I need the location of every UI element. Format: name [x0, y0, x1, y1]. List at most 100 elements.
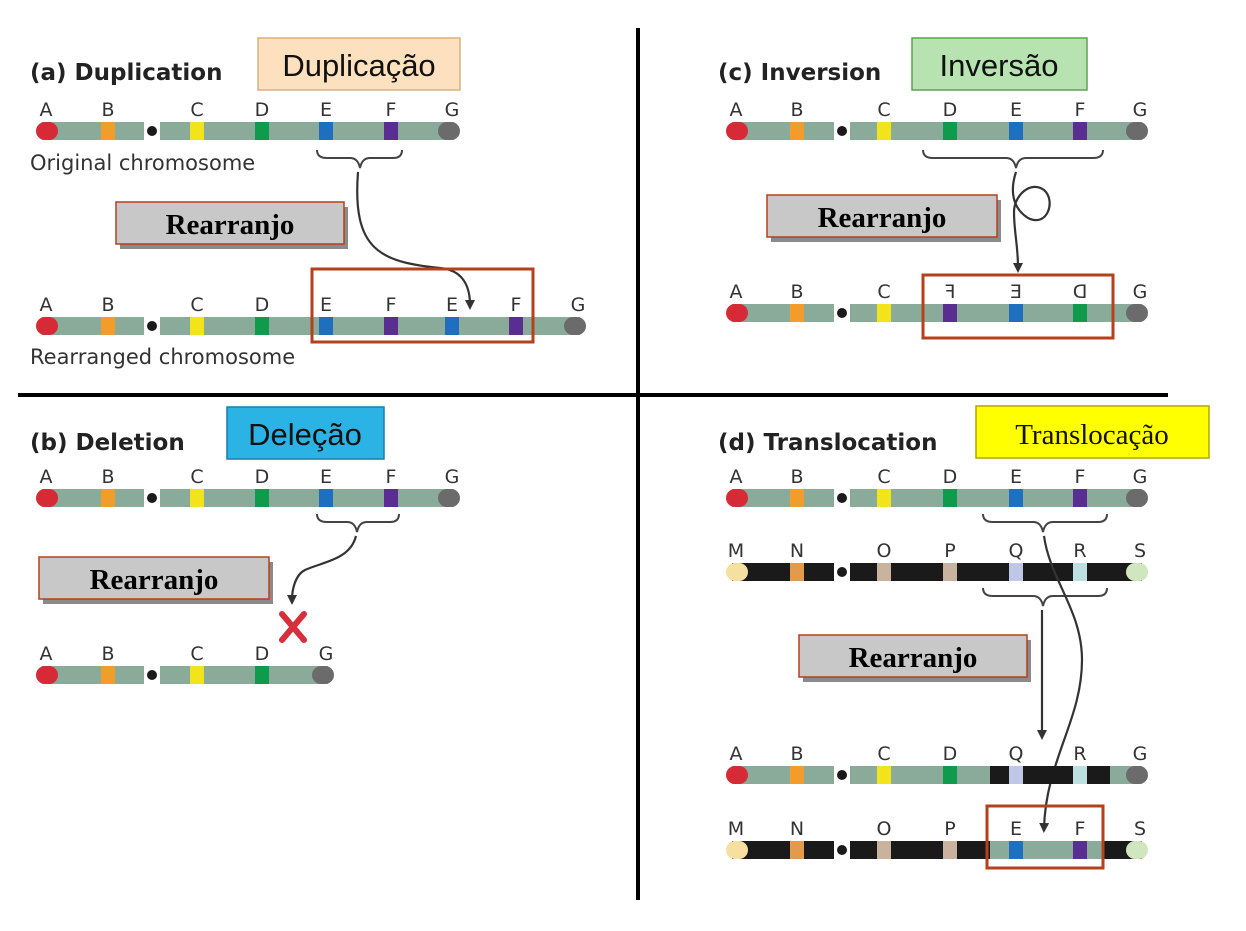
- translocated-segment: [990, 766, 1110, 784]
- centromere: [837, 567, 847, 577]
- chromosome-band: [943, 489, 957, 507]
- chromosome-band: [1009, 766, 1023, 784]
- band-label: F: [386, 99, 397, 121]
- chromosome-band: [943, 304, 957, 322]
- band-label: C: [877, 281, 890, 303]
- telomere-band: [438, 489, 460, 507]
- chromosome-band: [1073, 841, 1087, 859]
- band-label: C: [877, 743, 890, 765]
- chromosome-band: [190, 122, 204, 140]
- highlight-box: [985, 804, 1105, 870]
- band-label: F: [386, 294, 397, 316]
- band-label: G: [1133, 281, 1148, 303]
- cross-icon: [279, 611, 307, 643]
- band-label: E: [1010, 818, 1022, 840]
- band-label: A: [40, 294, 53, 316]
- pt-label: Translocação: [1015, 419, 1169, 451]
- panel-title: (b) Deletion: [30, 430, 185, 456]
- rearrange-label: Rearranjo: [849, 642, 978, 674]
- curved-arrow: [356, 171, 475, 310]
- telomere-band: [726, 489, 748, 507]
- band-label: R: [1073, 743, 1086, 765]
- centromere: [837, 308, 847, 318]
- chromosome-body: [42, 666, 328, 684]
- band-label: F: [511, 294, 522, 316]
- chromosome-band: [255, 317, 269, 335]
- centromere: [147, 321, 157, 331]
- telomere-band: [726, 563, 748, 581]
- original-chromosome-caption: Original chromosome: [30, 151, 255, 175]
- chromosome-band: [384, 489, 398, 507]
- band-label: B: [101, 466, 114, 488]
- band-label: E: [446, 294, 458, 316]
- chromosome-band: [877, 841, 891, 859]
- pt-label-box: [911, 37, 1088, 91]
- telomere-band: [36, 489, 58, 507]
- band-label: D: [943, 99, 958, 121]
- loop-arrow: [1011, 171, 1051, 273]
- centromere: [147, 670, 157, 680]
- rearrange-box: Rearranjo: [115, 201, 348, 249]
- rearrange-box: Rearranjo: [766, 194, 1001, 242]
- chromosome-band: [1009, 489, 1023, 507]
- chromosome-band: [190, 666, 204, 684]
- pt-label-box: [975, 405, 1210, 459]
- band-label: C: [190, 643, 203, 665]
- band-label: Q: [1009, 743, 1024, 765]
- band-label: G: [1133, 99, 1148, 121]
- band-label: R: [1073, 540, 1086, 562]
- rearrange-label: Rearranjo: [90, 564, 219, 596]
- curved-arrow: [287, 535, 358, 605]
- chromosome-band: [877, 304, 891, 322]
- chromosome-band: [319, 317, 333, 335]
- chromosome-band: [943, 766, 957, 784]
- band-label: N: [790, 540, 804, 562]
- band-label: F: [1075, 99, 1086, 121]
- band-label: G: [319, 643, 334, 665]
- rearrange-box: Rearranjo: [38, 556, 273, 604]
- band-label: C: [877, 466, 890, 488]
- chromosome-band: [1073, 489, 1087, 507]
- centromere: [147, 493, 157, 503]
- panel-title: (a) Duplication: [30, 60, 222, 86]
- chromosome-band: [1009, 122, 1023, 140]
- rearrange-box: Rearranjo: [798, 634, 1031, 682]
- band-label: A: [40, 466, 53, 488]
- telomere-band: [1126, 304, 1148, 322]
- chromosome-band: [101, 666, 115, 684]
- band-label: S: [1134, 818, 1146, 840]
- chromosome-band: [319, 489, 333, 507]
- band-label: D: [255, 643, 270, 665]
- band-label: E: [320, 466, 332, 488]
- band-label: C: [190, 294, 203, 316]
- band-label: B: [101, 294, 114, 316]
- telomere-band: [726, 841, 748, 859]
- telomere-band: [1126, 489, 1148, 507]
- band-label: A: [730, 281, 743, 303]
- chromosome-band: [101, 317, 115, 335]
- telomere-band: [36, 317, 58, 335]
- band-label: E: [320, 99, 332, 121]
- chromosome-band: [1009, 841, 1023, 859]
- rearrange-label: Rearranjo: [818, 202, 947, 234]
- band-label: A: [40, 643, 53, 665]
- rearranged-chromosome-caption: Rearranged chromosome: [30, 345, 295, 369]
- telomere-band: [1126, 766, 1148, 784]
- chromosome-band: [1073, 122, 1087, 140]
- chromosome-band: [1073, 304, 1087, 322]
- band-label: A: [730, 743, 743, 765]
- band-label: A: [730, 99, 743, 121]
- brace: [316, 149, 403, 169]
- band-label: P: [944, 540, 955, 562]
- telomere-band: [726, 122, 748, 140]
- chromosome-band: [790, 766, 804, 784]
- band-label: D: [943, 466, 958, 488]
- chromosome-band: [943, 563, 957, 581]
